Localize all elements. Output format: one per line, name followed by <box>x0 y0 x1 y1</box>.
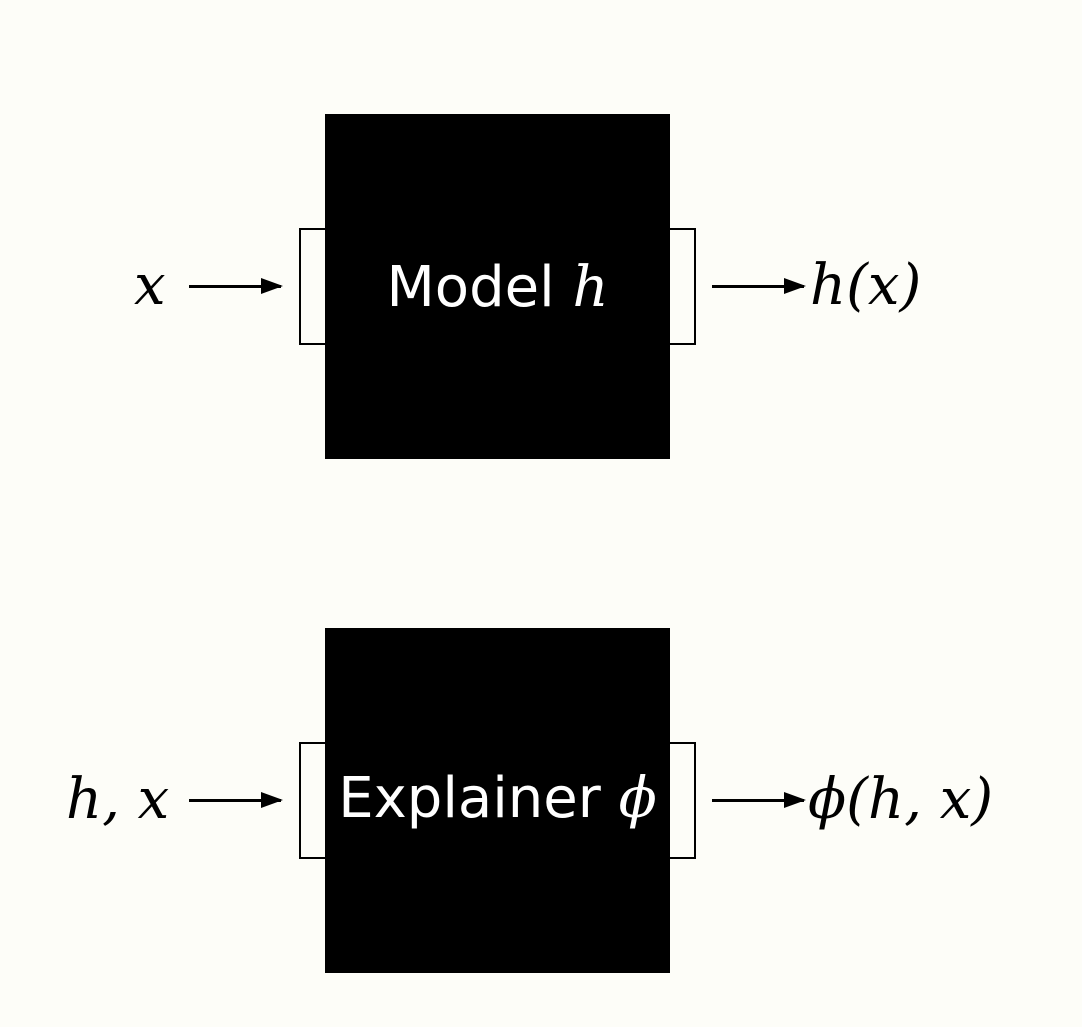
explainer-output-label: ϕ(h, x) <box>808 767 994 832</box>
model-label-symbol: h <box>572 255 609 320</box>
model-box: Model h <box>325 114 670 459</box>
explainer-input-label: h, x <box>66 767 170 832</box>
model-output-arrow <box>712 278 806 294</box>
model-output-label: h(x) <box>810 253 922 318</box>
explainer-label-text: Explainer <box>338 766 601 831</box>
explainer-box: Explainer ϕ <box>325 628 670 973</box>
explainer-output-arrow <box>712 792 806 808</box>
explainer-label-symbol: ϕ <box>618 766 657 831</box>
model-box-label: Model h <box>325 260 670 316</box>
model-input-label: x <box>134 253 166 318</box>
explainer-box-label: Explainer ϕ <box>325 771 670 827</box>
model-output-port <box>666 228 696 345</box>
explainer-input-arrow <box>189 792 283 808</box>
model-label-text: Model <box>386 255 555 320</box>
explainer-output-port <box>666 742 696 859</box>
model-input-arrow <box>189 278 283 294</box>
